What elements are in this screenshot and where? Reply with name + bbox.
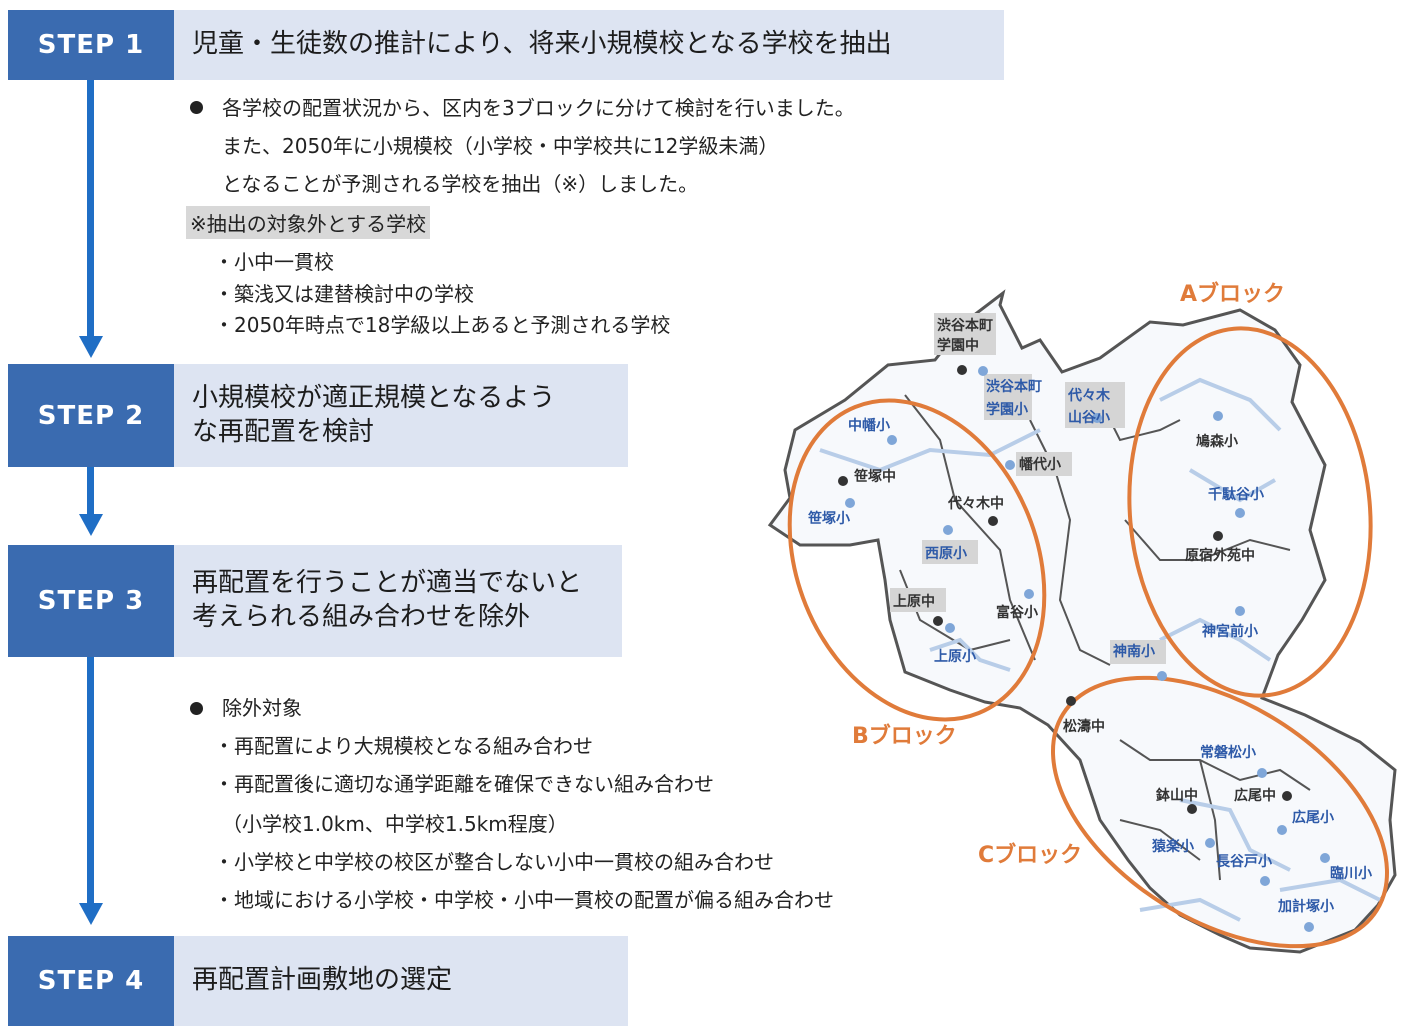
- step4-title: 再配置計画敷地の選定: [174, 936, 628, 1026]
- step2-title: 小規模校が適正規模となるよう な再配置を検討: [174, 364, 628, 467]
- step3-item-2: ・再配置後に適切な通学距離を確保できない組み合わせ: [214, 772, 714, 796]
- step1-line3: となることが予測される学校を抽出（※）しました。: [222, 172, 699, 196]
- arrow-head-3-icon: [79, 903, 103, 925]
- ward-outline: [767, 289, 1397, 954]
- school-yoyogiyamatani-line1: 代々木: [1067, 387, 1111, 404]
- school-shibuyahonmachi-es-line2: 学園小: [986, 401, 1028, 418]
- exclusion-item-2: ・築浅又は建替検討中の学校: [214, 282, 474, 306]
- step3-title-text: 再配置を行うことが適当でないと 考えられる組み合わせを除外: [192, 568, 583, 632]
- exclusion-item-3: ・2050年時点で18学級以上あると予測される学校: [214, 313, 671, 337]
- step3-heading: 除外対象: [222, 696, 302, 720]
- school-harajuku-gaien: 原宿外苑中: [1185, 547, 1255, 564]
- step1-title: 児童・生徒数の推計により、将来小規模校となる学校を抽出: [174, 10, 1004, 80]
- step2-label: STEP 2: [8, 364, 174, 467]
- step3-label: STEP 3: [8, 545, 174, 657]
- school-hatashiro: 幡代小: [1019, 456, 1061, 473]
- school-hatonomori: 鳩森小: [1196, 433, 1238, 450]
- step4-title-text: 再配置計画敷地の選定: [192, 965, 453, 996]
- step1-title-text: 児童・生徒数の推計により、将来小規模校となる学校を抽出: [192, 29, 892, 60]
- school-tokiwamatsu: 常磐松小: [1200, 744, 1256, 761]
- school-hasebe: 長谷戸小: [1216, 854, 1272, 870]
- school-yoyogi-jh: 代々木中: [947, 495, 1004, 512]
- school-hiroo-jh: 広尾中: [1234, 787, 1276, 804]
- school-uehara-es: 上原小: [934, 649, 976, 665]
- block-a-label: Aブロック: [1180, 281, 1285, 307]
- school-rinsen: 臨川小: [1330, 865, 1372, 882]
- step3-title: 再配置を行うことが適当でないと 考えられる組み合わせを除外: [174, 545, 622, 657]
- block-a-ellipse: [1127, 326, 1373, 698]
- school-sasazuka-jh: 笹塚中: [853, 468, 896, 485]
- step3-item-5: ・地域における小学校・中学校・小中一貫校の配置が偏る組み合わせ: [214, 888, 834, 912]
- flow-arrow-3: [87, 657, 94, 905]
- step3-item-1: ・再配置により大規模校となる組み合わせ: [214, 734, 593, 758]
- school-nakahata: 中幡小: [848, 417, 890, 434]
- school-sendagaya: 千駄谷小: [1208, 486, 1264, 503]
- school-shibuyahonmachi-jh-line1: 渋谷本町: [937, 317, 993, 334]
- school-sarugaku: 猿楽小: [1151, 838, 1194, 855]
- school-jinnan: 神南小: [1113, 643, 1155, 660]
- step4-label: STEP 4: [8, 936, 174, 1026]
- step2-title-text: 小規模校が適正規模となるよう な再配置を検討: [192, 382, 556, 447]
- school-uehara-jh: 上原中: [893, 593, 935, 610]
- school-tomigaya: 富谷小: [996, 604, 1038, 621]
- flow-arrow-1: [87, 80, 94, 338]
- school-yoyogiyamatani-line2: 山谷小: [1068, 410, 1110, 426]
- flow-arrow-2: [87, 467, 94, 515]
- school-shibuyahonmachi-es-line1: 渋谷本町: [986, 378, 1042, 395]
- bullet-icon: [190, 101, 203, 114]
- bullet-icon: [190, 702, 203, 715]
- school-jingumae: 神宮前小: [1202, 623, 1258, 640]
- arrow-head-2-icon: [79, 514, 103, 536]
- school-hiroo-es: 広尾小: [1292, 809, 1334, 826]
- step3-item-4: ・小学校と中学校の校区が整合しない小中一貫校の組み合わせ: [214, 850, 774, 874]
- block-b-label: Bブロック: [852, 723, 957, 749]
- school-hachiyama: 鉢山中: [1156, 787, 1198, 804]
- school-nishihara: 西原小: [925, 546, 967, 562]
- school-sasazuka-es: 笹塚小: [807, 510, 850, 527]
- exclusion-note-title: ※抽出の対象外とする学校: [186, 206, 431, 239]
- step3-item-3: （小学校1.0km、中学校1.5km程度）: [222, 812, 568, 836]
- block-b-ellipse: [787, 398, 1047, 722]
- school-shoto: 松濤中: [1063, 718, 1105, 735]
- exclusion-item-1: ・小中一貫校: [214, 250, 334, 274]
- step1-line1: 各学校の配置状況から、区内を3ブロックに分けて検討を行いました。: [222, 96, 855, 120]
- step1-label: STEP 1: [8, 10, 174, 80]
- block-c-label: Cブロック: [978, 842, 1082, 868]
- step1-line2: また、2050年に小規模校（小学校・中学校共に12学級未満）: [222, 134, 779, 158]
- school-kakeizuka: 加計塚小: [1277, 898, 1334, 915]
- block-c-ellipse: [1050, 675, 1390, 949]
- arrow-head-1-icon: [79, 336, 103, 358]
- school-shibuyahonmachi-jh-line2: 学園中: [937, 337, 979, 354]
